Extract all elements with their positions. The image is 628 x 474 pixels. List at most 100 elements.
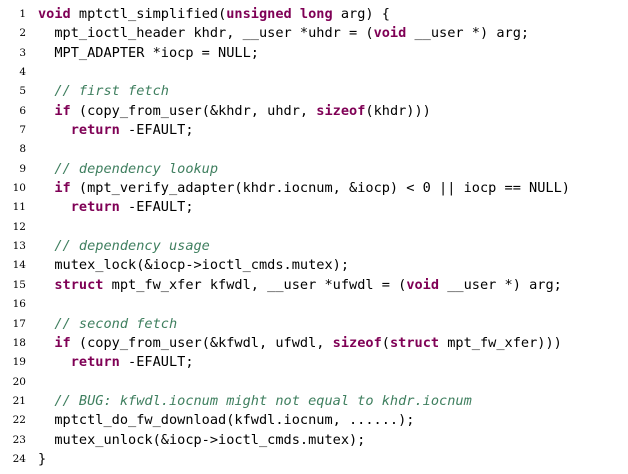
- comment-token: // dependency lookup: [38, 160, 219, 177]
- line-number: 16: [12, 298, 26, 311]
- line-code: void mptctl_simplified(unsigned long arg…: [38, 5, 390, 24]
- keyword-token: struct: [389, 334, 440, 351]
- code-token: }: [38, 450, 47, 467]
- line-number: 1: [19, 8, 26, 20]
- keyword-token: if: [38, 102, 71, 119]
- code-line: 20: [0, 373, 628, 392]
- keyword-token: sizeof: [316, 102, 366, 119]
- code-token: -EFAULT;: [119, 354, 194, 371]
- code-line: 5 // first fetch: [0, 82, 628, 101]
- line-number: 19: [12, 356, 26, 369]
- code-token: mutex_lock(&iocp->ioctl_cmds.mutex);: [38, 257, 349, 274]
- keyword-token: return: [38, 122, 120, 139]
- line-number: 20: [12, 375, 26, 388]
- code-line: 13 // dependency usage: [0, 237, 628, 256]
- line-code: // BUG: kfwdl.iocnum might not equal to …: [38, 392, 472, 411]
- code-line: 22 mptctl_do_fw_download(kfwdl.iocnum, .…: [0, 411, 628, 430]
- keyword-token: if: [38, 180, 71, 197]
- code-token: arg) {: [332, 6, 390, 22]
- code-line: 15 struct mpt_fw_xfer kfwdl, __user *ufw…: [0, 276, 628, 295]
- code-line: 9 // dependency lookup: [0, 160, 628, 179]
- code-line: 18 if (copy_from_user(&kfwdl, ufwdl, siz…: [0, 334, 628, 353]
- code-token: __user *) arg;: [406, 25, 530, 42]
- keyword-token: struct: [38, 276, 104, 293]
- line-number: 10: [12, 182, 26, 195]
- code-token: mptctl_simplified(: [70, 6, 227, 22]
- code-line: 1 void mptctl_simplified(unsigned long ar…: [0, 5, 628, 24]
- line-number: 7: [19, 124, 26, 137]
- code-token: mpt_ioctl_header khdr, __user *uhdr = (: [38, 25, 374, 42]
- keyword-token: return: [38, 199, 120, 216]
- line-number: 24: [12, 452, 26, 465]
- line-number: 18: [12, 336, 26, 349]
- line-code: // dependency lookup: [38, 160, 218, 179]
- code-line: 19 return -EFAULT;: [0, 353, 628, 372]
- line-code: mptctl_do_fw_download(kfwdl.iocnum, ....…: [38, 411, 414, 430]
- code-token: mptctl_do_fw_download(kfwdl.iocnum, ....…: [38, 412, 415, 429]
- line-code: if (copy_from_user(&kfwdl, ufwdl, sizeof…: [38, 334, 562, 353]
- line-number: 21: [12, 394, 26, 407]
- keyword-token: void: [38, 6, 71, 22]
- code-line: 21 // BUG: kfwdl.iocnum might not equal …: [0, 392, 628, 411]
- line-code: return -EFAULT;: [38, 353, 194, 372]
- line-code: }: [38, 450, 46, 469]
- line-code: if (mpt_verify_adapter(khdr.iocnum, &ioc…: [38, 179, 570, 198]
- keyword-token: if: [38, 334, 71, 351]
- keyword-token: sizeof: [332, 334, 382, 351]
- code-line: 6 if (copy_from_user(&khdr, uhdr, sizeof…: [0, 102, 628, 121]
- code-line: 7 return -EFAULT;: [0, 121, 628, 140]
- code-line: 3 MPT_ADAPTER *iocp = NULL;: [0, 44, 628, 63]
- keyword-token: void: [406, 276, 440, 293]
- line-number: 11: [12, 201, 26, 214]
- line-code: return -EFAULT;: [38, 121, 194, 140]
- code-token: mpt_fw_xfer kfwdl, __user *ufwdl = (: [103, 276, 407, 293]
- code-line: 11 return -EFAULT;: [0, 198, 628, 217]
- keyword-token: unsigned long: [226, 6, 333, 22]
- code-line: 23 mutex_unlock(&iocp->ioctl_cmds.mutex)…: [0, 431, 628, 450]
- line-number: 5: [19, 85, 26, 98]
- code-token: (copy_from_user(&khdr, uhdr,: [70, 102, 317, 119]
- code-token: (copy_from_user(&kfwdl, ufwdl,: [70, 334, 333, 351]
- line-code: return -EFAULT;: [38, 198, 194, 217]
- code-token: -EFAULT;: [119, 199, 194, 216]
- code-line: 14 mutex_lock(&iocp->ioctl_cmds.mutex);: [0, 256, 628, 275]
- keyword-token: void: [373, 25, 407, 42]
- line-code: // dependency usage: [38, 237, 210, 256]
- code-token: MPT_ADAPTER *iocp = NULL;: [38, 44, 259, 61]
- line-number: 22: [12, 414, 26, 427]
- code-line: 10 if (mpt_verify_adapter(khdr.iocnum, &…: [0, 179, 628, 198]
- code-token: (: [381, 334, 390, 351]
- code-token: mutex_unlock(&iocp->ioctl_cmds.mutex);: [38, 431, 366, 448]
- code-token: mpt_fw_xfer))): [439, 334, 562, 351]
- line-number: 9: [19, 162, 26, 175]
- line-code: // first fetch: [38, 82, 169, 101]
- line-code: struct mpt_fw_xfer kfwdl, __user *ufwdl …: [38, 276, 562, 295]
- line-code: if (copy_from_user(&khdr, uhdr, sizeof(k…: [38, 102, 431, 121]
- code-token: (mpt_verify_adapter(khdr.iocnum, &iocp) …: [70, 180, 570, 197]
- line-number: 4: [19, 66, 26, 79]
- code-line: 4: [0, 63, 628, 82]
- comment-token: // dependency usage: [38, 238, 210, 255]
- line-number: 2: [19, 27, 26, 40]
- line-number: 15: [12, 278, 26, 291]
- code-line: 17 // second fetch: [0, 315, 628, 334]
- comment-token: // second fetch: [38, 315, 178, 332]
- code-line: 8: [0, 140, 628, 159]
- line-code: // second fetch: [38, 315, 177, 334]
- code-listing: 1 void mptctl_simplified(unsigned long ar…: [0, 5, 628, 469]
- code-line: 24}: [0, 450, 628, 469]
- comment-token: // BUG: kfwdl.iocnum might not equal to …: [38, 392, 472, 409]
- line-number: 14: [12, 259, 26, 272]
- code-token: -EFAULT;: [119, 122, 194, 139]
- line-number: 6: [19, 104, 26, 117]
- line-number: 23: [12, 433, 26, 446]
- code-token: (khdr))): [365, 102, 431, 119]
- comment-token: // first fetch: [38, 83, 169, 100]
- line-number: 13: [12, 240, 26, 253]
- line-code: mutex_lock(&iocp->ioctl_cmds.mutex);: [38, 256, 349, 275]
- code-token: __user *) arg;: [439, 276, 562, 293]
- line-number: 12: [12, 220, 26, 233]
- keyword-token: return: [38, 354, 120, 371]
- line-code: MPT_ADAPTER *iocp = NULL;: [38, 44, 259, 63]
- code-line: 2 mpt_ioctl_header khdr, __user *uhdr = …: [0, 24, 628, 43]
